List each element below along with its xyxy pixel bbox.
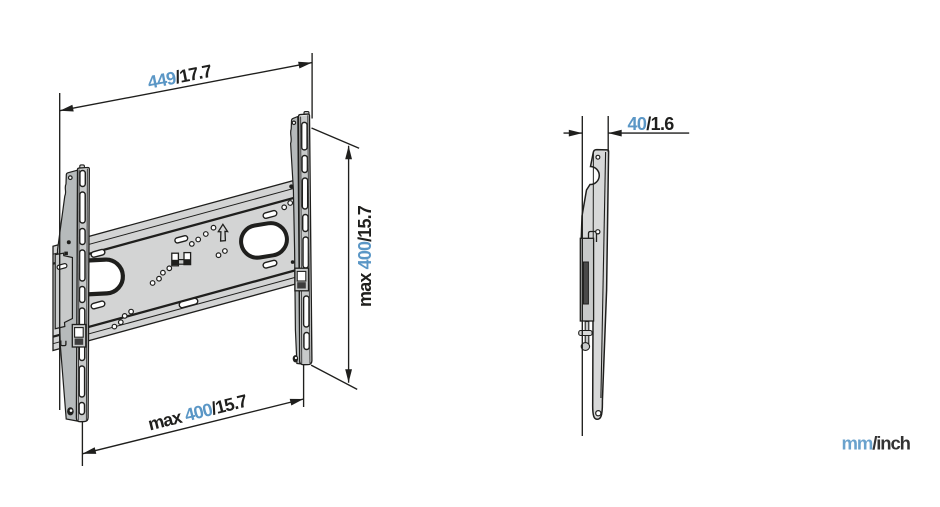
svg-text:max 400/15.7: max 400/15.7: [146, 391, 250, 435]
svg-text:mm/inch: mm/inch: [842, 432, 911, 453]
svg-text:40/1.6: 40/1.6: [628, 114, 675, 134]
svg-text:max 400/15.7: max 400/15.7: [355, 205, 375, 307]
